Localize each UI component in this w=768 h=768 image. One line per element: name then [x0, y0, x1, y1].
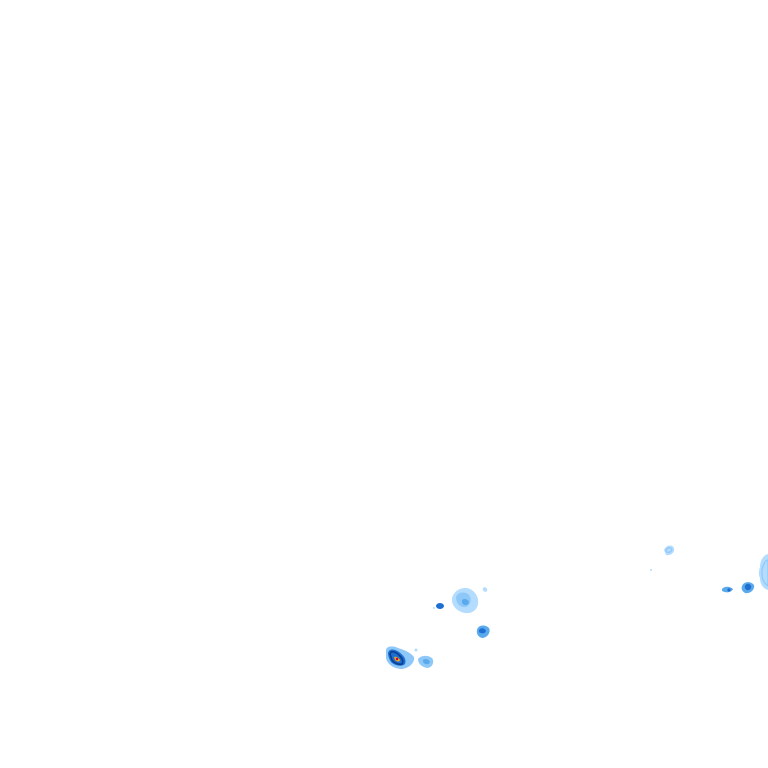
echo-extreme-speck — [395, 657, 399, 661]
echo-cell-central-dot — [433, 603, 444, 609]
echo-light-outline — [761, 559, 768, 587]
echo-cell-east-pair — [722, 582, 755, 594]
echo-cell-southwest-tail — [414, 648, 434, 668]
echo-cell-central-cluster — [451, 587, 488, 614]
echo-light-speck — [433, 607, 435, 609]
echo-cell-east-small — [650, 545, 675, 571]
echo-light-area — [664, 545, 675, 556]
echo-moderate-area — [423, 658, 430, 665]
echo-cell-southwest — [385, 646, 415, 669]
echo-moderate-spot — [462, 598, 469, 606]
echo-heavy-area — [744, 583, 752, 591]
echo-light-speck — [650, 569, 652, 571]
echo-light-area — [758, 554, 768, 590]
echo-heavy-area — [436, 603, 444, 609]
echo-heavy-area — [479, 628, 486, 634]
echo-light-outline — [665, 547, 673, 553]
echo-light-speck — [414, 648, 418, 652]
echo-cell-east-edge — [758, 554, 768, 590]
echo-heavy-speck — [727, 588, 731, 592]
echo-very-heavy-ring — [389, 650, 404, 666]
echo-light-speck — [482, 587, 488, 592]
echo-cell-central-south — [476, 625, 490, 638]
